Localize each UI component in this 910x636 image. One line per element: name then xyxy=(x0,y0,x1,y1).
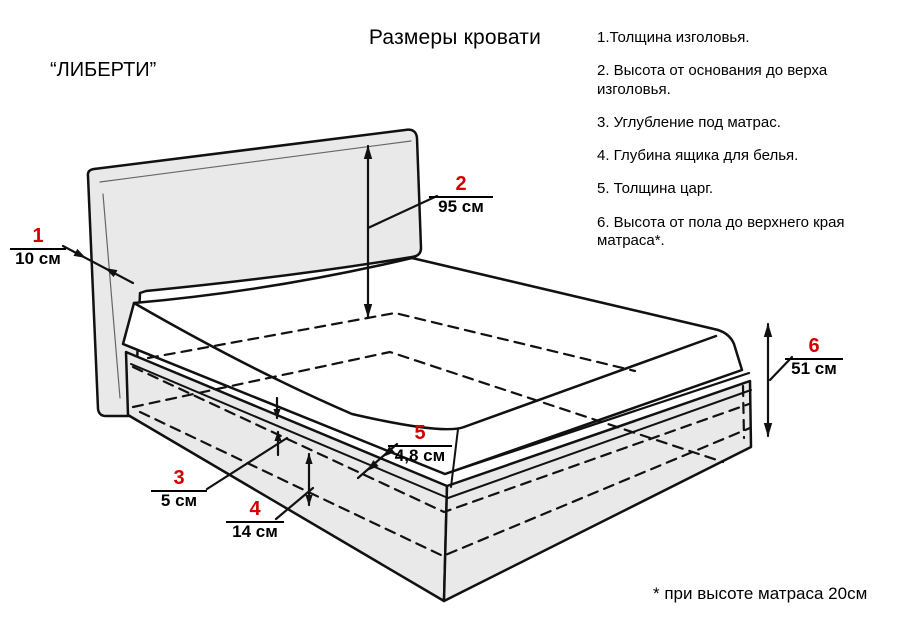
dim-label-5: 5 4,8 см xyxy=(388,423,452,466)
dim1-line xyxy=(61,244,135,285)
base-rail-lower-edge xyxy=(130,363,752,499)
legend: 1.Толщина изголовья. 2. Высота от основа… xyxy=(597,29,857,265)
dim6-leader xyxy=(768,355,794,382)
dim-label-2: 2 95 см xyxy=(429,174,493,217)
legend-item-5: 5. Толщина царг. xyxy=(597,180,714,198)
dim-label-4: 4 14 см xyxy=(226,499,284,542)
dim-number: 3 xyxy=(151,468,207,492)
hidden-frame-opening-lower xyxy=(131,350,725,464)
legend-item-4: 4. Глубина ящика для белья. xyxy=(597,147,799,165)
hidden-frame-opening-upper xyxy=(146,311,637,373)
dim-label-1: 1 10 см xyxy=(10,226,66,269)
dimension-lines xyxy=(61,144,794,521)
legend-item-2: 2. Высота от основания до верха изголовь… xyxy=(597,62,828,98)
hidden-drawer-top xyxy=(131,365,751,514)
legend-item-1: 1.Толщина изголовья. xyxy=(597,29,750,46)
dim-value: 51 см xyxy=(791,359,837,378)
dim-value: 14 см xyxy=(232,522,278,541)
dim-value: 5 см xyxy=(160,491,198,510)
model-name: “ЛИБЕРТИ” xyxy=(50,59,157,81)
dim-label-6: 6 51 см xyxy=(785,336,843,379)
dim2-leader xyxy=(366,194,439,230)
dim-number: 2 xyxy=(429,174,493,198)
mattress-top-front-edge xyxy=(132,301,718,431)
hidden-drawer-bottom xyxy=(138,410,752,558)
page-title: Размеры кровати xyxy=(368,26,542,49)
dim-number: 4 xyxy=(226,499,284,523)
footnote: * при высоте матраса 20см xyxy=(653,584,868,603)
dim-label-3: 3 5 см xyxy=(151,468,207,511)
mattress-corner-crease xyxy=(450,428,459,488)
legend-item-3: 3. Углубление под матрас. xyxy=(597,113,781,131)
arrowheads xyxy=(73,145,773,506)
dim-value: 4,8 см xyxy=(394,446,446,465)
dim4-leader xyxy=(274,486,315,521)
dim-value: 10 см xyxy=(15,249,61,268)
hidden-lines xyxy=(131,311,752,558)
dim-value: 95 см xyxy=(438,197,484,216)
headboard-top-edge-line xyxy=(99,140,412,183)
hidden-corner-edge xyxy=(741,384,746,440)
legend-item-6: 6. Высота от пола до верхнего края матра… xyxy=(597,213,845,250)
dim-number: 6 xyxy=(785,336,843,360)
dim3-leader xyxy=(205,436,289,491)
headboard-edge-line xyxy=(102,193,121,399)
dim-number: 1 xyxy=(10,226,66,250)
dim-number: 5 xyxy=(388,423,452,447)
